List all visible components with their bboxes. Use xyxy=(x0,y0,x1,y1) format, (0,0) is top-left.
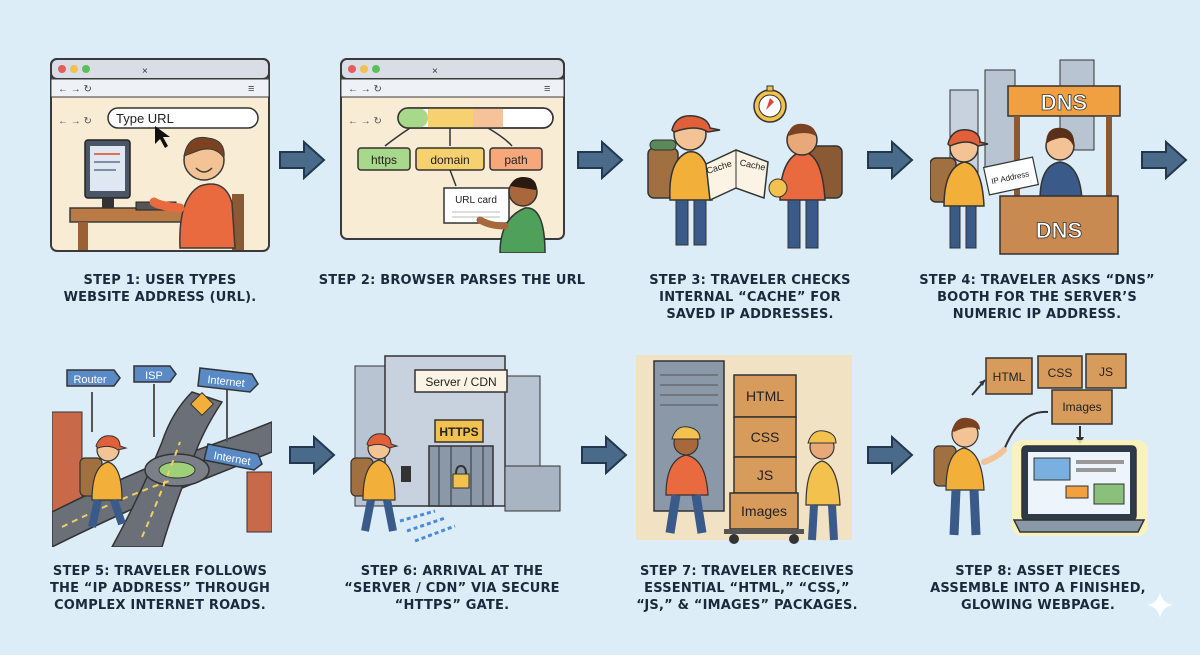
arrow-step-2-to-3 xyxy=(577,140,624,180)
svg-text:JS: JS xyxy=(1099,365,1113,379)
menu-icon: ≡ xyxy=(248,83,254,95)
step-3-illustration: Cache Cache xyxy=(647,85,843,249)
svg-text:Router: Router xyxy=(73,374,106,386)
svg-text:← → ↻: ← → ↻ xyxy=(348,84,382,95)
speed-arrows xyxy=(399,509,456,543)
traveler xyxy=(91,461,123,501)
html-piece xyxy=(985,357,1033,395)
traveler xyxy=(362,459,396,501)
server-cdn-sign xyxy=(414,369,508,393)
step-2-illustration: × ← → ↻ ≡ ← → ↻ https domain path URL ca… xyxy=(340,58,565,253)
step-6-illustration: Server / CDN HTTPS xyxy=(350,355,561,543)
css-box xyxy=(733,416,797,458)
svg-text:×: × xyxy=(142,66,148,77)
ip-address-paper xyxy=(982,156,1040,196)
svg-text:Internet: Internet xyxy=(207,374,245,390)
svg-text:HTML: HTML xyxy=(746,388,784,404)
window-close-dot xyxy=(58,65,66,73)
window-min-dot xyxy=(70,65,78,73)
svg-text:CSS: CSS xyxy=(1048,366,1073,380)
svg-text:path: path xyxy=(504,153,527,167)
back-forward-icon: ← → ↻ xyxy=(58,84,92,95)
svg-text:×: × xyxy=(432,66,438,77)
sparkle-icon xyxy=(1147,592,1173,618)
https-part xyxy=(357,147,411,171)
svg-text:HTML: HTML xyxy=(993,370,1026,384)
https-sign xyxy=(434,419,484,443)
padlock-icon xyxy=(452,473,470,489)
svg-text:HTTPS: HTTPS xyxy=(439,425,478,439)
mouse-cursor-icon xyxy=(155,126,170,148)
hand-cart xyxy=(724,529,804,534)
arrow-step-6-to-7 xyxy=(581,435,628,475)
svg-text:← → ↻: ← → ↻ xyxy=(348,116,382,127)
window-max-dot xyxy=(82,65,90,73)
step-5-illustration: Router ISP Internet Internet xyxy=(52,362,272,547)
step-3-caption: STEP 3: TRAVELER CHECKS INTERNAL “CACHE”… xyxy=(649,273,851,322)
arrow-step-7-to-8 xyxy=(867,435,914,475)
router-sign xyxy=(66,369,121,387)
helper-person xyxy=(499,207,546,253)
svg-text:Images: Images xyxy=(1062,400,1101,414)
step-1-caption: STEP 1: USER TYPES WEBSITE ADDRESS (URL)… xyxy=(63,273,257,305)
js-piece xyxy=(1085,353,1127,389)
step-8-illustration: HTML CSS JS Images xyxy=(933,353,1148,536)
step-4-illustration: DNS DNS IP Address xyxy=(930,59,1121,255)
isp-sign xyxy=(133,365,177,383)
svg-text:domain: domain xyxy=(430,153,469,167)
svg-text:Server / CDN: Server / CDN xyxy=(425,375,496,389)
step-8-caption: STEP 8: ASSET PIECES ASSEMBLE INTO A FIN… xyxy=(930,564,1146,613)
cache-book xyxy=(705,149,769,202)
dns-sign-bottom: DNS xyxy=(1036,218,1082,243)
dns-booth-roof xyxy=(1007,85,1121,117)
svg-text:CSS: CSS xyxy=(751,429,780,445)
url-bar-text: Type URL xyxy=(116,111,174,126)
internet-sign-2 xyxy=(203,443,263,471)
arrow-step-4-continue xyxy=(1141,140,1188,180)
arrow-step-3-to-4 xyxy=(867,140,914,180)
internet-sign-1 xyxy=(197,367,259,393)
arrow-step-1-to-2 xyxy=(279,140,326,180)
svg-text:Images: Images xyxy=(741,503,787,519)
svg-text:ISP: ISP xyxy=(145,370,163,382)
step-4-caption: STEP 4: TRAVELER ASKS “DNS” BOOTH FOR TH… xyxy=(919,273,1155,322)
dns-sign-top: DNS xyxy=(1041,90,1087,115)
dns-attendant xyxy=(1039,161,1083,201)
step-7-caption: STEP 7: TRAVELER RECEIVES ESSENTIAL “HTM… xyxy=(636,564,858,613)
step-6-caption: STEP 6: ARRIVAL AT THE “SERVER / CDN” VI… xyxy=(344,564,560,613)
traveler xyxy=(945,447,985,491)
svg-text:URL card: URL card xyxy=(455,195,497,206)
images-box xyxy=(729,492,799,530)
dns-counter xyxy=(999,195,1119,255)
css-piece xyxy=(1037,355,1083,389)
svg-text:JS: JS xyxy=(757,467,773,483)
user-person xyxy=(179,183,236,249)
svg-text:≡: ≡ xyxy=(544,83,550,95)
step-5-caption: STEP 5: TRAVELER FOLLOWS THE “IP ADDRESS… xyxy=(49,564,271,613)
road-diamond-sign xyxy=(189,391,215,417)
step-2-caption: STEP 2: BROWSER PARSES THE URL xyxy=(318,273,586,288)
images-piece xyxy=(1051,389,1113,425)
phone-icon xyxy=(401,466,411,482)
path-part xyxy=(489,147,543,171)
svg-text:https: https xyxy=(371,153,397,167)
arrow-step-5-to-6 xyxy=(289,435,336,475)
step-1-illustration: × ← → ↻ ≡ ← → ↻ Type URL xyxy=(50,58,270,252)
step-7-illustration: HTML CSS JS Images xyxy=(636,355,852,544)
url-bar xyxy=(107,107,259,129)
back-forward-icon-2: ← → ↻ xyxy=(58,116,92,127)
helper-worker xyxy=(805,460,841,506)
